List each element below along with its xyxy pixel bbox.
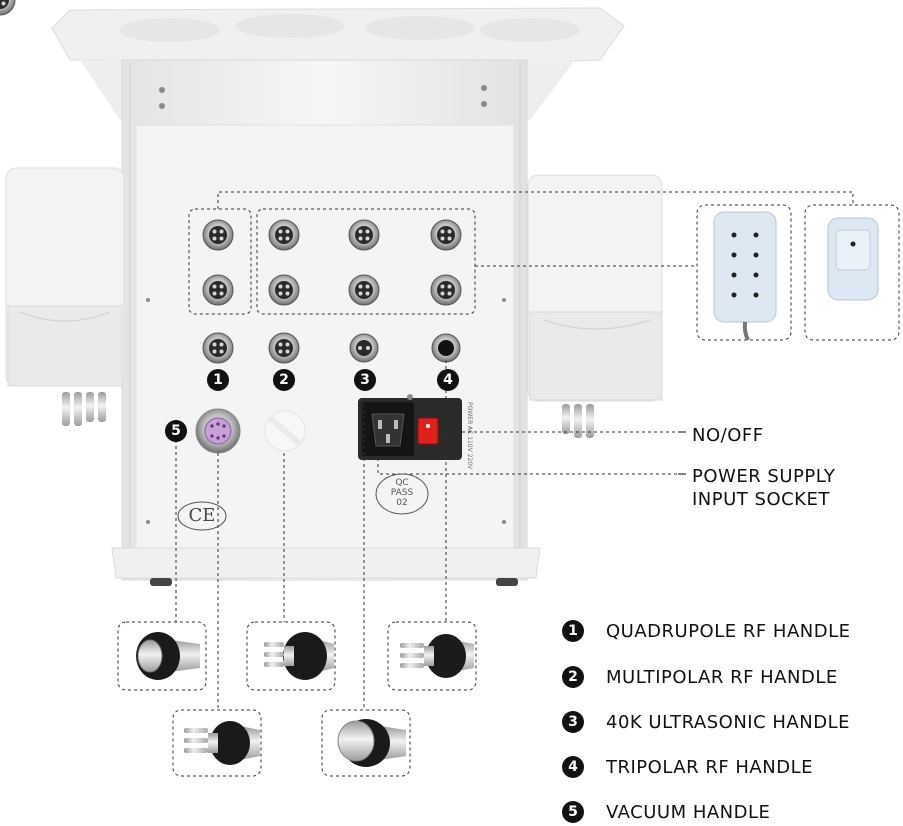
legend-number: 2 [562, 666, 584, 688]
multipolar-handle-thumbnail [246, 621, 336, 691]
legend-text: TRIPOLAR RF HANDLE [606, 756, 813, 778]
power-socket-label-line1: POWER SUPPLY [692, 466, 836, 487]
handle-thumbnails-bottom [117, 621, 477, 777]
port-badge-4: 4 [437, 369, 459, 391]
vacuum-handle-thumbnail [117, 621, 207, 691]
port-badge-2: 2 [273, 369, 295, 391]
legend-item: 1 QUADRUPOLE RF HANDLE [562, 618, 851, 644]
machine-body [111, 59, 541, 586]
power-socket-label-line2: INPUT SOCKET [692, 489, 830, 510]
quadrupole-handle-thumbnail [172, 709, 262, 777]
air-vent [264, 410, 306, 452]
legend-text: VACUUM HANDLE [606, 801, 771, 823]
qc-sticker [375, 473, 429, 515]
ce-mark [177, 501, 227, 531]
left-side-box [5, 167, 125, 426]
legend-text: QUADRUPOLE RF HANDLE [606, 620, 851, 642]
vacuum-port [195, 408, 241, 454]
tripolar-handle-thumbnail [387, 621, 477, 691]
port-badge-3: 3 [354, 369, 376, 391]
ultrasonic-connector [349, 333, 379, 363]
legend-number: 4 [562, 756, 584, 778]
rf-connectors [0, 0, 16, 16]
ultrasonic-handle-thumbnail [321, 709, 411, 777]
port-badge-1: 1 [207, 369, 229, 391]
svg-text:POWER AC 110V 220V: POWER AC 110V 220V [466, 402, 473, 470]
legend-number: 5 [562, 801, 584, 823]
connector-groups [188, 208, 476, 315]
rf-handle-thumbnails [696, 204, 900, 341]
tripolar-connector [431, 333, 461, 363]
qc-text-line2: PASS [390, 488, 414, 498]
power-panel: POWER AC 110V 220V [358, 394, 473, 470]
switch-label: NO/OFF [692, 425, 764, 446]
legend-item: 3 40K ULTRASONIC HANDLE [562, 709, 850, 735]
legend-item: 5 VACUUM HANDLE [562, 799, 770, 825]
legend-item: 4 TRIPOLAR RF HANDLE [562, 754, 813, 780]
qc-text-line1: QC [395, 478, 409, 488]
legend-text: MULTIPOLAR RF HANDLE [606, 666, 838, 688]
qc-text-line3: 02 [396, 498, 408, 508]
port-badge-5: 5 [165, 420, 187, 442]
ce-mark-text: CE [188, 505, 216, 526]
legend-item: 2 MULTIPOLAR RF HANDLE [562, 664, 838, 690]
right-side-box [527, 174, 663, 438]
legend-text: 40K ULTRASONIC HANDLE [606, 711, 850, 733]
legend-number: 1 [562, 620, 584, 642]
leader-lines [175, 191, 854, 710]
legend-number: 3 [562, 711, 584, 733]
